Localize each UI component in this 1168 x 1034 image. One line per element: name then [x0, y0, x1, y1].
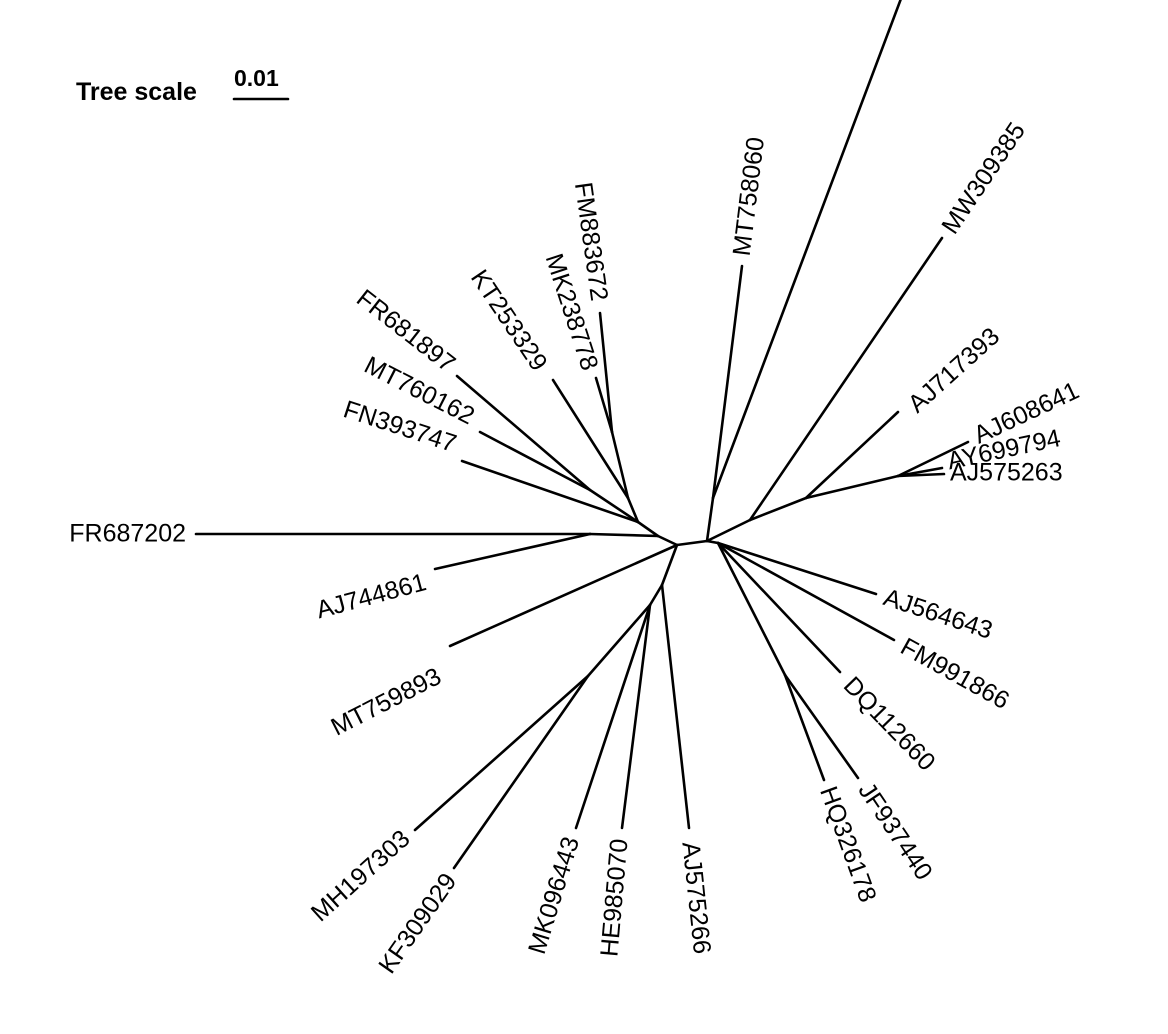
branch — [716, 541, 878, 596]
branch — [656, 534, 679, 547]
tree-scale-value: 0.01 — [234, 65, 279, 91]
branch — [588, 532, 660, 538]
leaf-label: AJ575266 — [676, 840, 716, 955]
branch — [705, 518, 752, 543]
branch — [804, 474, 900, 500]
branch — [748, 236, 944, 522]
leaf-label: AJ564643 — [880, 583, 996, 644]
branch — [648, 583, 664, 607]
branch — [588, 488, 640, 524]
branch — [711, 0, 902, 500]
leaf-label: FR687202 — [69, 520, 186, 548]
branch — [705, 496, 715, 543]
leaf-label: MH197303 — [306, 825, 416, 928]
branch — [551, 378, 630, 500]
branch — [716, 541, 842, 674]
branch — [783, 673, 826, 782]
branch — [660, 583, 691, 830]
leaf-label: MT759893 — [327, 662, 446, 741]
tree-scale-title: Tree scale — [76, 78, 197, 106]
leaf-label: AJ717393 — [903, 322, 1005, 418]
branch — [660, 543, 679, 587]
branch — [675, 539, 709, 547]
branch — [598, 311, 614, 434]
leaf-label: KF309029 — [373, 868, 462, 979]
branch — [452, 674, 590, 870]
tree-branches — [194, 0, 970, 870]
leaf-label: HE985070 — [595, 838, 633, 958]
branch — [586, 603, 652, 678]
tree-scale-legend: Tree scale 0.01 — [76, 65, 290, 106]
branch — [610, 430, 630, 500]
leaf-label: AJ575263 — [950, 459, 1063, 487]
branch — [433, 532, 592, 571]
branch — [896, 472, 946, 478]
branch — [626, 496, 640, 524]
leaf-label: AJ744861 — [313, 568, 429, 624]
branch — [460, 459, 640, 524]
tree-leaf-labels: FR687202 AJ744861 MT759893 FN393747 MT76… — [69, 117, 1083, 978]
branch — [716, 541, 896, 642]
branch — [804, 410, 900, 500]
branch — [636, 520, 660, 538]
branch — [478, 430, 592, 492]
branch — [748, 496, 808, 522]
branch — [896, 440, 970, 478]
branch — [716, 541, 787, 677]
leaf-label: MK096443 — [523, 834, 585, 958]
leaf-label: KT253329 — [465, 265, 553, 376]
branch — [413, 674, 590, 832]
leaf-label: DQ112660 — [838, 671, 941, 776]
branch — [620, 603, 652, 830]
branch — [574, 603, 652, 830]
leaf-label: FM991866 — [896, 633, 1014, 715]
branch — [711, 264, 744, 500]
leaf-label: MW309385 — [936, 117, 1031, 239]
leaf-label: MT758060 — [728, 135, 770, 257]
branch — [448, 543, 679, 648]
branch — [783, 673, 860, 780]
branch — [455, 374, 592, 492]
branch — [594, 376, 614, 434]
